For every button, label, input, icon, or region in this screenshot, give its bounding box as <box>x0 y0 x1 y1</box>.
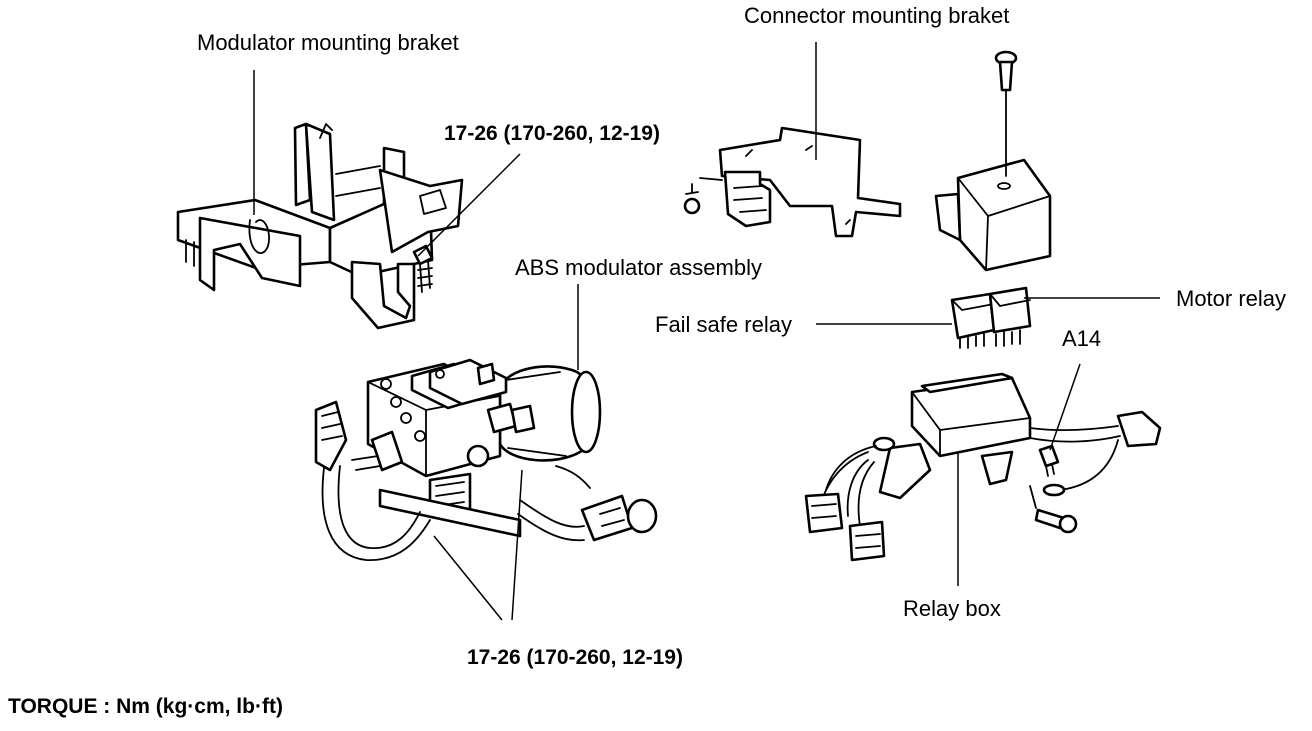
leader-lines <box>253 42 1160 621</box>
relay-unit-drawing <box>934 50 1052 272</box>
torque-label-top: 17-26 (170-260, 12-19) <box>444 122 660 145</box>
modulator-bracket-label: Modulator mounting braket <box>197 30 459 55</box>
torque-units-note: TORQUE : Nm (kg·cm, lb·ft) <box>8 695 283 718</box>
connector-mounting-bracket-drawing <box>683 126 902 238</box>
fail-safe-relay-label: Fail safe relay <box>655 312 792 337</box>
relay-box-label: Relay box <box>903 596 1001 621</box>
abs-modulator-label: ABS modulator assembly <box>515 255 762 280</box>
a14-bolt <box>1038 444 1060 477</box>
a14-label: A14 <box>1062 326 1101 351</box>
connector-bracket-label: Connector mounting braket <box>744 3 1009 28</box>
relay-box-drawing <box>804 372 1162 562</box>
connector-bracket-bolt <box>683 183 701 215</box>
ground-bolt <box>1034 508 1078 534</box>
relay-pair-drawing <box>950 286 1032 349</box>
motor-relay-label: Motor relay <box>1176 286 1286 311</box>
torque-label-bottom: 17-26 (170-260, 12-19) <box>467 646 683 669</box>
modulator-mounting-bracket-drawing <box>176 122 464 330</box>
abs-modulator-drawing <box>314 358 658 561</box>
bracket-bolt <box>412 244 434 293</box>
relay-screw <box>994 50 1018 177</box>
